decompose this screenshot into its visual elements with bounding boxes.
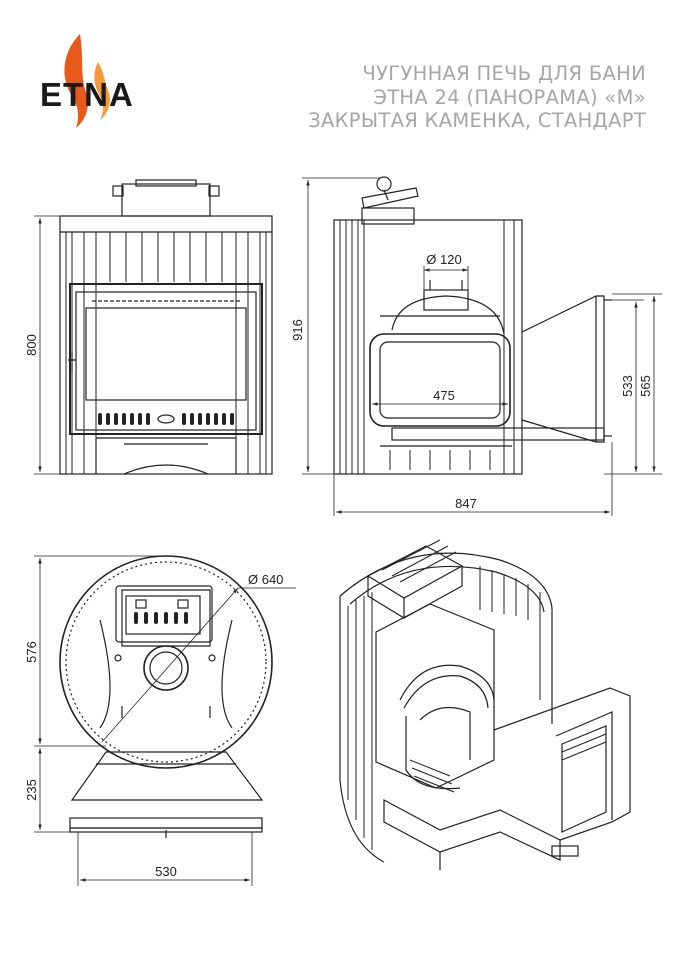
dim-label-base-width: 530: [155, 864, 177, 879]
dim-label-side-height: 916: [290, 319, 305, 341]
dim-label-front-height: 800: [24, 334, 39, 356]
dim-label-door-a: 533: [620, 375, 635, 397]
side-view: [333, 176, 612, 475]
dim-label-firebox: 475: [433, 388, 455, 403]
dim-total-depth: [333, 442, 613, 516]
front-view: [59, 179, 273, 475]
dim-label-top-depth: 576: [24, 641, 39, 663]
dim-front-height: [34, 215, 60, 475]
dim-top-depths: [34, 555, 166, 833]
dim-label-chimney: Ø 120: [426, 252, 461, 267]
dim-door-heights: [604, 293, 662, 475]
title-line-3: ЗАКРЫТАЯ КАМЕНКА, СТАНДАРТ: [308, 109, 646, 132]
dim-label-door-b: 565: [638, 375, 653, 397]
dim-label-total-depth: 847: [455, 496, 477, 511]
dim-body-diameter: [101, 587, 296, 743]
dim-label-tunnel-depth: 235: [24, 779, 39, 801]
dim-chimney: [423, 266, 469, 292]
dim-label-body-diameter: Ø 640: [248, 572, 283, 587]
isometric-view: [339, 539, 631, 870]
title-line-2: ЭТНА 24 (ПАНОРАМА) «М»: [373, 85, 646, 109]
dim-base-width: [77, 832, 253, 886]
top-view: [59, 555, 273, 838]
product-title: ЧУГУННАЯ ПЕЧЬ ДЛЯ БАНИ ЭТНА 24 (ПАНОРАМА…: [308, 62, 646, 133]
dim-side-height: [302, 177, 380, 475]
title-line-1: ЧУГУННАЯ ПЕЧЬ ДЛЯ БАНИ: [362, 62, 646, 85]
